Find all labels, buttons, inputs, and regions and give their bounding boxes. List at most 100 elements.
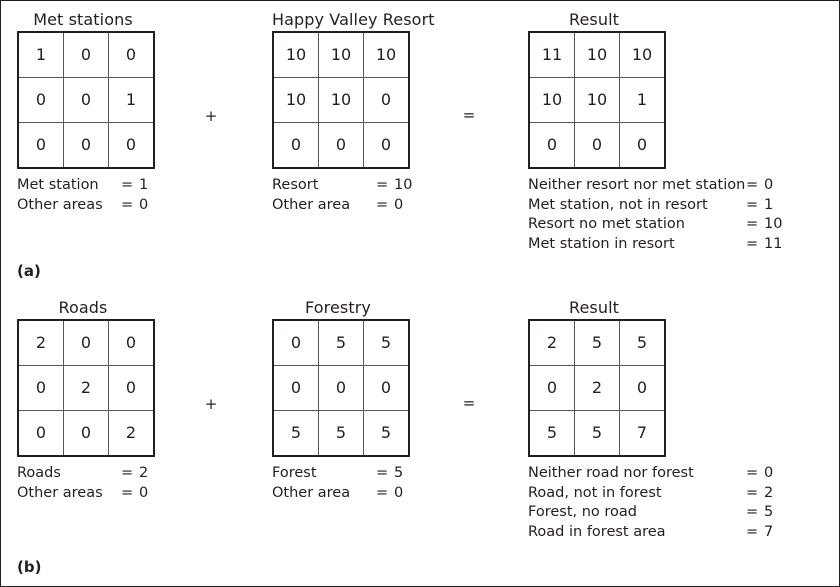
grid-cell: 2	[63, 365, 109, 411]
panel-a-column-happy-valley-resort: Happy Valley Resort 10 10 10 10 10 0 0 0…	[272, 9, 435, 215]
legend-value: 0	[764, 465, 774, 481]
grid-cell: 10	[363, 31, 410, 78]
legend-label: Other areas	[17, 484, 103, 501]
legend-value: 0	[764, 177, 774, 193]
legend-equals: =	[746, 504, 759, 520]
legend-row: Forest = 5	[272, 464, 410, 484]
grid-cell: 10	[318, 31, 364, 78]
grid-cell: 0	[363, 122, 410, 169]
grid-cell: 0	[528, 365, 575, 411]
panel-a: Met stations 1 0 0 0 0 1 0 0 0	[1, 1, 839, 293]
legend-label: Forest, no road	[528, 504, 637, 520]
legend-value: 0	[139, 196, 149, 213]
grid-cell: 0	[318, 122, 364, 169]
grid-cell: 0	[108, 31, 155, 78]
legend-row: Neither road nor forest = 0	[528, 464, 773, 484]
grid-cell: 5	[528, 410, 575, 457]
column-title: Result	[568, 298, 620, 317]
grid-cell: 10	[318, 77, 364, 123]
legend-equals: =	[746, 465, 759, 481]
legend-equals: =	[376, 177, 389, 193]
grid-cell: 0	[272, 365, 319, 411]
legend-row: Resort no met station = 10	[528, 215, 782, 235]
column-title: Happy Valley Resort	[272, 10, 435, 29]
legend-happy-valley-resort: Resort = 10 Other area = 0	[272, 176, 412, 215]
grid-row: 0 0 0	[528, 122, 666, 169]
legend-equals: =	[376, 196, 389, 213]
legend-result-a: Neither resort nor met station = 0 Met s…	[528, 176, 782, 254]
legend-row: Roads = 2	[17, 464, 155, 484]
legend-value: 1	[764, 196, 774, 213]
grid-row: 2 0 0	[17, 319, 155, 366]
grid-row: 10 10 0	[272, 77, 410, 123]
legend-label: Neither road nor forest	[528, 465, 694, 481]
legend-met-stations: Met station = 1 Other areas = 0	[17, 176, 155, 215]
panel-a-column-result: Result 11 10 10 10 10 1 0 0 0	[528, 9, 782, 254]
panel-a-column-met-stations: Met stations 1 0 0 0 0 1 0 0 0	[17, 9, 155, 215]
grid-cell: 10	[574, 31, 620, 78]
grid-cell: 0	[17, 122, 64, 169]
matrix-grid-forestry: 0 5 5 0 0 0 5 5 5	[272, 319, 410, 457]
legend-row: Forest, no road = 5	[528, 503, 773, 523]
legend-row: Other areas = 0	[17, 484, 155, 504]
panel-b: Roads 2 0 0 0 2 0 0 0 2	[1, 289, 839, 586]
legend-equals: =	[121, 196, 134, 213]
grid-cell: 2	[17, 319, 64, 366]
grid-cell: 1	[17, 31, 64, 78]
grid-cell: 0	[17, 77, 64, 123]
legend-row: Road, not in forest = 2	[528, 484, 773, 504]
grid-row: 11 10 10	[528, 31, 666, 78]
operator-equals-icon: =	[462, 394, 476, 412]
column-title: Met stations	[33, 10, 133, 29]
legend-value: 2	[764, 484, 774, 501]
grid-row: 10 10 10	[272, 31, 410, 78]
grid-cell: 0	[272, 319, 319, 366]
legend-label: Other area	[272, 484, 351, 501]
panel-b-column-forestry: Forestry 0 5 5 0 0 0 5 5 5	[272, 297, 410, 503]
grid-cell: 5	[318, 410, 364, 457]
grid-cell: 0	[272, 122, 319, 169]
matrix-grid-result-a: 11 10 10 10 10 1 0 0 0	[528, 31, 666, 169]
legend-value: 10	[764, 216, 783, 232]
grid-cell: 0	[63, 31, 109, 78]
grid-row: 0 5 5	[272, 319, 410, 366]
legend-row: Resort = 10	[272, 176, 412, 196]
grid-cell: 2	[528, 319, 575, 366]
grid-cell: 10	[272, 77, 319, 123]
legend-roads: Roads = 2 Other areas = 0	[17, 464, 155, 503]
matrix-grid-met-stations: 1 0 0 0 0 1 0 0 0	[17, 31, 155, 169]
grid-row: 0 0 0	[272, 122, 410, 169]
legend-value: 0	[394, 484, 404, 501]
legend-equals: =	[746, 216, 759, 232]
operator-plus-icon: +	[204, 107, 218, 125]
legend-value: 5	[394, 465, 404, 481]
grid-row: 5 5 7	[528, 410, 666, 457]
legend-value: 7	[764, 523, 774, 540]
legend-value: 2	[139, 465, 149, 481]
grid-cell: 5	[574, 410, 620, 457]
legend-equals: =	[746, 177, 759, 193]
legend-label: Met station in resort	[528, 235, 675, 252]
grid-cell: 0	[363, 365, 410, 411]
grid-cell: 0	[108, 319, 155, 366]
column-title: Roads	[58, 298, 108, 317]
panel-letter-b: (b)	[17, 558, 42, 576]
legend-row: Neither resort nor met station = 0	[528, 176, 782, 196]
legend-equals: =	[121, 484, 134, 501]
legend-row: Other area = 0	[272, 196, 412, 216]
grid-cell: 0	[63, 77, 109, 123]
grid-row: 0 0 2	[17, 410, 155, 457]
grid-cell: 5	[363, 319, 410, 366]
grid-cell: 1	[108, 77, 155, 123]
legend-label: Resort	[272, 177, 319, 193]
grid-cell: 0	[17, 410, 64, 457]
legend-row: Met station = 1	[17, 176, 155, 196]
legend-label: Resort no met station	[528, 216, 685, 232]
legend-value: 10	[394, 177, 413, 193]
legend-equals: =	[746, 484, 759, 501]
legend-row: Other area = 0	[272, 484, 410, 504]
grid-cell: 11	[528, 31, 575, 78]
grid-row: 0 0 0	[272, 365, 410, 411]
legend-result-b: Neither road nor forest = 0 Road, not in…	[528, 464, 773, 542]
legend-label: Road, not in forest	[528, 484, 662, 501]
